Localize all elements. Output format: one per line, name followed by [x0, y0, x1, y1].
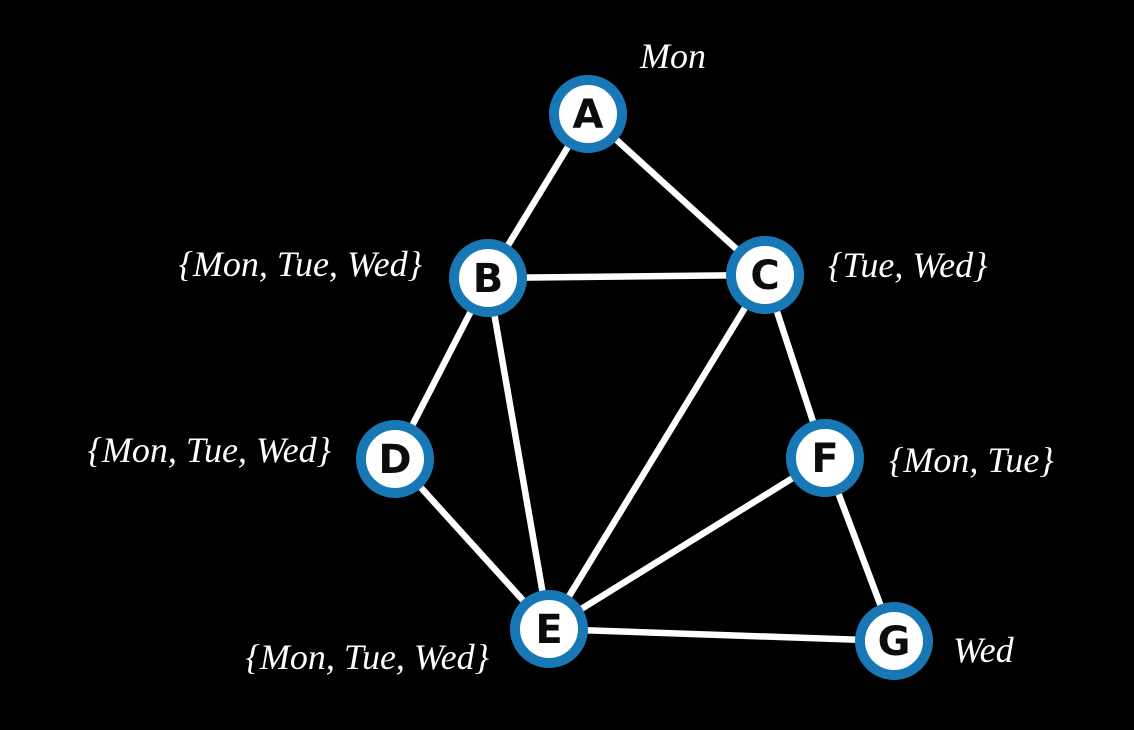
edge-B-E — [484, 274, 553, 633]
node-F-circle — [786, 419, 864, 497]
node-E-domain-label: {Mon, Tue, Wed} — [246, 637, 490, 677]
node-B-domain-label: {Mon, Tue, Wed} — [179, 244, 423, 284]
node-A-circle — [549, 75, 627, 153]
edge-B-C — [484, 271, 769, 282]
edge-A-C — [584, 110, 769, 279]
node-F-domain-label: {Mon, Tue} — [889, 440, 1054, 480]
node-A: A — [549, 75, 627, 153]
node-F: F — [786, 419, 864, 497]
node-B-circle — [449, 239, 527, 317]
node-D-domain-label: {Mon, Tue, Wed} — [88, 430, 332, 470]
node-A-letter: A — [573, 92, 604, 138]
node-D-circle — [356, 420, 434, 498]
node-C-domain-label: {Tue, Wed} — [828, 245, 988, 285]
node-B-letter: B — [473, 256, 504, 302]
node-G-letter: G — [878, 619, 911, 665]
edge-E-F — [545, 454, 829, 633]
node-G-circle — [855, 602, 933, 680]
edge-C-E — [545, 271, 769, 633]
node-A-domain-label: Mon — [639, 36, 706, 76]
labels-layer: Mon {Mon, Tue, Wed} {Tue, Wed} {Mon, Tue, W… — [88, 36, 1055, 677]
node-E: E — [510, 590, 588, 668]
node-B: B — [449, 239, 527, 317]
node-C: C — [726, 236, 804, 314]
node-E-circle — [510, 590, 588, 668]
edge-E-G — [545, 625, 898, 645]
node-G-domain-label: Wed — [953, 630, 1015, 670]
node-E-letter: E — [535, 607, 562, 653]
node-D: D — [356, 420, 434, 498]
node-C-circle — [726, 236, 804, 314]
node-C-letter: C — [750, 253, 779, 299]
node-G: G — [855, 602, 933, 680]
nodes-layer: A B C D E F G — [356, 75, 933, 680]
node-F-letter: F — [811, 436, 838, 482]
node-D-letter: D — [378, 437, 411, 483]
